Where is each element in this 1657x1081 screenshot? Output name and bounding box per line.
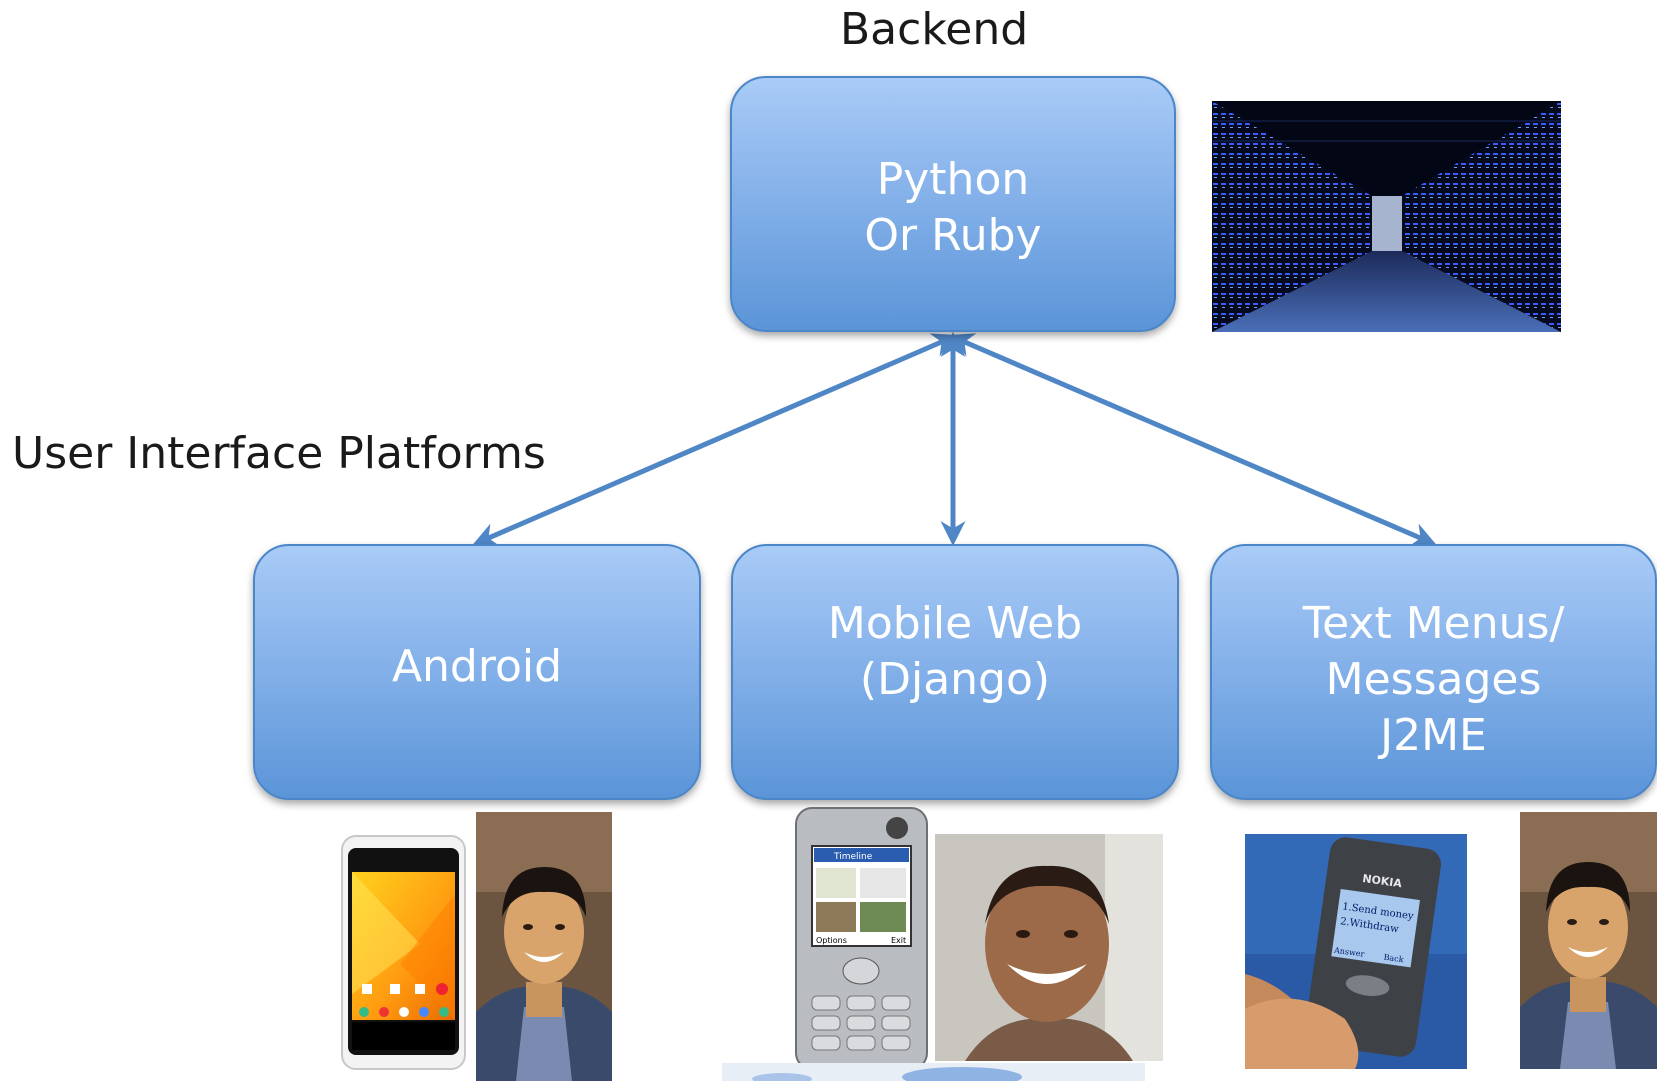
person-photo-text xyxy=(1520,812,1657,1069)
datacenter-photo xyxy=(1212,101,1561,332)
text-menus-line-2: Messages xyxy=(1325,654,1542,705)
person-photo-android xyxy=(476,812,612,1081)
platforms-heading: User Interface Platforms xyxy=(12,428,546,479)
android-label: Android xyxy=(391,641,563,692)
nokia-right-key: Back xyxy=(1383,953,1404,965)
android-node: Android xyxy=(253,544,701,800)
mobile-web-line-2: (Django) xyxy=(859,654,1051,705)
feature-phone-image: Timeline Options Exit xyxy=(794,806,929,1071)
backend-line-1: Python xyxy=(876,154,1030,205)
feature-phone-exit-label: Exit xyxy=(891,936,906,945)
mobile-web-line-1: Mobile Web xyxy=(827,598,1083,649)
nokia-brand-text: NOKIA xyxy=(1362,872,1404,890)
arrow-backend-android xyxy=(472,333,958,547)
person-photo-web xyxy=(935,834,1163,1061)
backend-node: Python Or Ruby xyxy=(730,76,1176,332)
nokia-left-key: Answer xyxy=(1333,946,1366,959)
backend-heading: Backend xyxy=(840,4,1029,55)
feature-phone-options-label: Options xyxy=(816,936,847,945)
mobile-web-node: Mobile Web (Django) xyxy=(731,544,1179,800)
text-menus-line-1: Text Menus/ xyxy=(1302,598,1565,649)
bottom-partial-image xyxy=(722,1063,1145,1081)
arrow-backend-text xyxy=(948,333,1437,547)
text-menus-node: Text Menus/ Messages J2ME xyxy=(1210,544,1657,800)
feature-phone-screen-title: Timeline xyxy=(833,852,873,862)
nokia-phone-image: NOKIA 1.Send money 2.Withdraw Answer Bac… xyxy=(1245,834,1467,1069)
text-menus-line-3: J2ME xyxy=(1380,710,1487,761)
android-phone-image xyxy=(340,834,467,1071)
backend-line-2: Or Ruby xyxy=(864,210,1042,261)
